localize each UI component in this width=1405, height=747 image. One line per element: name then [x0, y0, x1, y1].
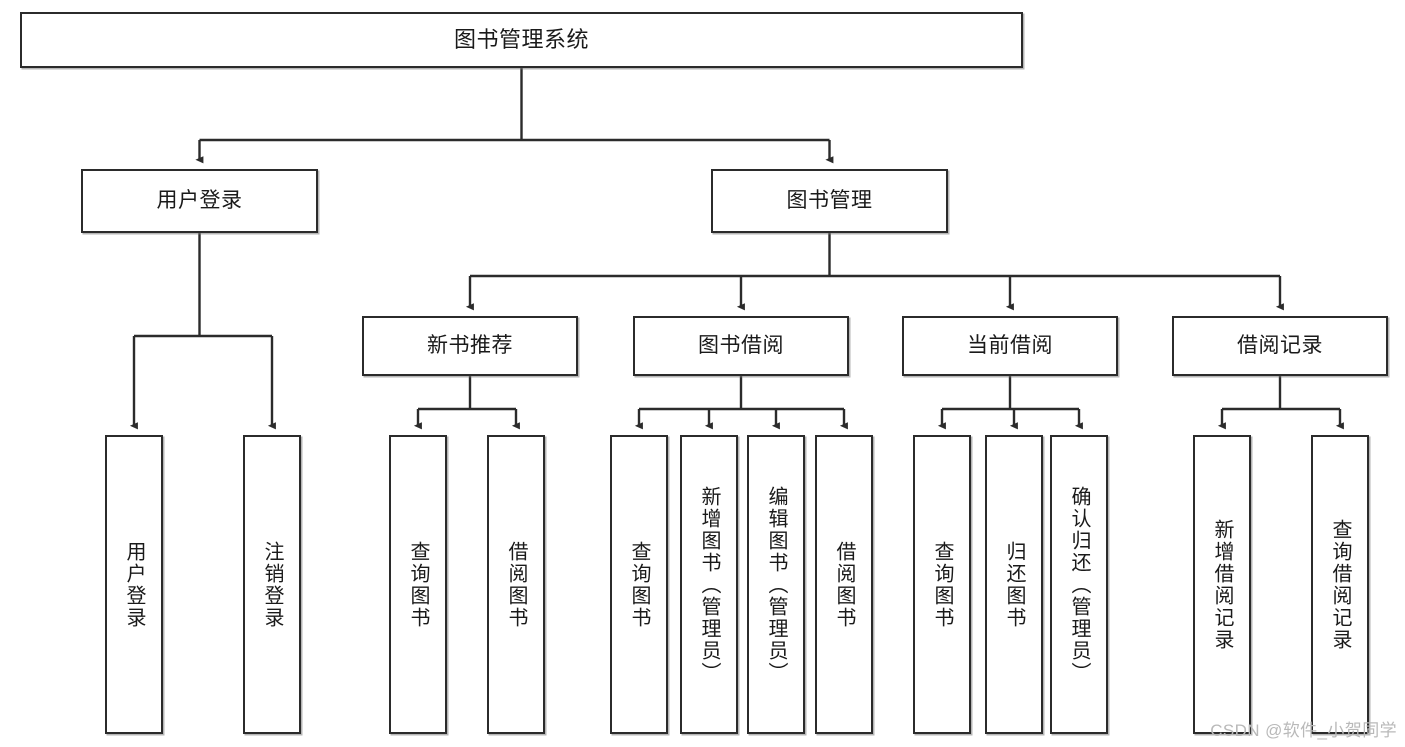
- node-label: 借阅图书: [833, 540, 855, 629]
- node-label: 图书借阅: [698, 333, 784, 357]
- node-label: 新书推荐: [427, 333, 513, 357]
- node-label: 归还图书: [1003, 540, 1025, 629]
- node-borrow-record[interactable]: 借阅记录: [1172, 316, 1388, 376]
- node-label: 图书管理系统: [453, 27, 589, 53]
- node-label: 新增借阅记录: [1211, 518, 1233, 651]
- node-book-borrow[interactable]: 图书借阅: [633, 316, 849, 376]
- node-user-login[interactable]: 用户登录: [81, 169, 318, 233]
- node-leaf-user-logout[interactable]: 注销登录: [243, 435, 301, 734]
- node-label: 用户登录: [123, 540, 145, 629]
- node-label: 查询图书: [628, 540, 650, 629]
- node-label: 查询借阅记录: [1329, 518, 1351, 651]
- node-root[interactable]: 图书管理系统: [20, 12, 1023, 68]
- node-label: 确认归还（管理员）: [1068, 485, 1090, 684]
- watermark-text: CSDN @软件_小贺同学: [1210, 721, 1397, 740]
- node-label: 查询图书: [407, 540, 429, 629]
- node-current-borrow[interactable]: 当前借阅: [902, 316, 1118, 376]
- node-label: 注销登录: [261, 540, 283, 629]
- node-leaf-edit-book[interactable]: 编辑图书（管理员）: [747, 435, 805, 734]
- node-label: 编辑图书（管理员）: [765, 485, 787, 684]
- node-label: 借阅记录: [1237, 333, 1323, 357]
- node-new-book-rec[interactable]: 新书推荐: [362, 316, 578, 376]
- node-leaf-add-record[interactable]: 新增借阅记录: [1193, 435, 1251, 734]
- node-leaf-query-book-2[interactable]: 查询图书: [610, 435, 668, 734]
- node-leaf-return-book[interactable]: 归还图书: [985, 435, 1043, 734]
- node-label: 借阅图书: [505, 540, 527, 629]
- node-label: 图书管理: [786, 188, 873, 212]
- node-leaf-query-record[interactable]: 查询借阅记录: [1311, 435, 1369, 734]
- node-leaf-borrow-book-2[interactable]: 借阅图书: [815, 435, 873, 734]
- node-label: 新增图书（管理员）: [698, 485, 720, 684]
- node-leaf-confirm-return[interactable]: 确认归还（管理员）: [1050, 435, 1108, 734]
- node-leaf-query-book-3[interactable]: 查询图书: [913, 435, 971, 734]
- node-leaf-user-login[interactable]: 用户登录: [105, 435, 163, 734]
- node-label: 用户登录: [156, 188, 243, 212]
- node-label: 查询图书: [931, 540, 953, 629]
- node-leaf-query-book-1[interactable]: 查询图书: [389, 435, 447, 734]
- node-label: 当前借阅: [967, 333, 1053, 357]
- node-book-manage[interactable]: 图书管理: [711, 169, 948, 233]
- node-leaf-borrow-book-1[interactable]: 借阅图书: [487, 435, 545, 734]
- node-leaf-add-book[interactable]: 新增图书（管理员）: [680, 435, 738, 734]
